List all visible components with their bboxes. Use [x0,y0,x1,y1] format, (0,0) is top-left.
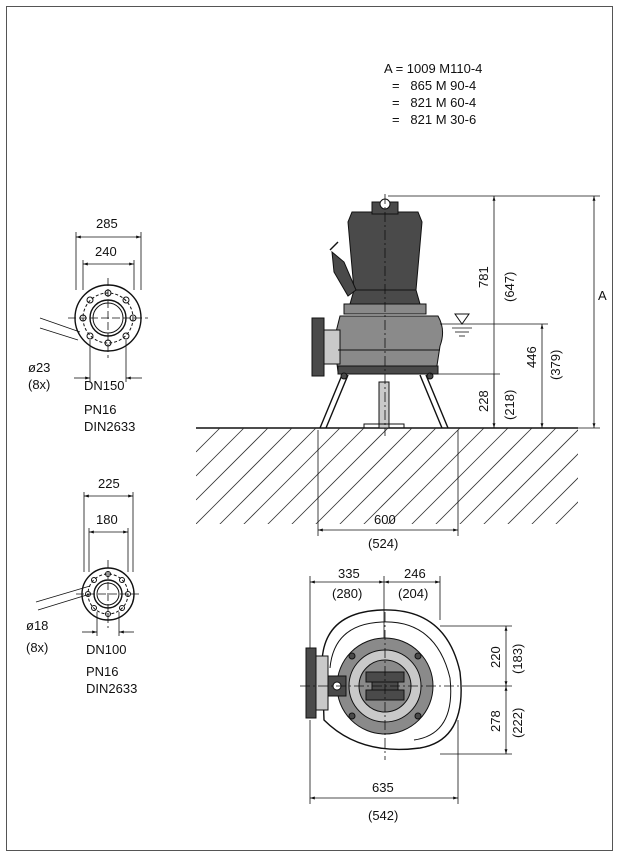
flange-top-outer-dim: 285 [96,216,118,231]
drawing-frame [6,6,613,851]
flange-bottom-bolt-dim: 180 [96,512,118,527]
flange-bottom-outer-dim: 225 [98,476,120,491]
variant-line-2: = 865 M 90-4 [392,78,476,93]
dim-top-right-width: 246 [404,566,426,581]
dim-base-width: 600 [374,512,396,527]
flange-dn100-view: 225 180 ø18 (8x) DN100 PN16 DIN2633 [26,476,140,696]
dim-top-lower-height-alt: (222) [510,708,525,738]
dim-height-water: 446 [524,346,539,368]
dim-top-total-width: 635 [372,780,394,795]
variant-line-1: A = 1009 M110-4 [384,61,482,76]
variant-list: A = 1009 M110-4 = 865 M 90-4 = 821 M 60-… [384,61,482,127]
ground-hatch [196,428,578,524]
dim-top-upper-height: 220 [488,646,503,668]
flange-dn150-view: 285 240 ø23 (8x) DN150 PN16 DIN2633 [28,216,148,434]
flange-bottom-dn: DN100 [86,642,126,657]
dim-top-upper-height-alt: (183) [510,644,525,674]
flange-bottom-hole-dim: ø18 [26,618,48,633]
pump-top-view: 335 (280) 246 (204) 220 (183) [300,566,525,823]
flange-bottom-pn: PN16 [86,664,119,679]
dim-height-water-alt: (379) [548,350,563,380]
flange-top-hole-dim: ø23 [28,360,50,375]
dim-height-base: 228 [476,390,491,412]
pump-side-view: 781 (647) 446 (379) 228 (218) A 600 (524… [196,194,607,551]
dim-top-total-width-alt: (542) [368,808,398,823]
flange-top-pn: PN16 [84,402,117,417]
dim-height-total-alt: (647) [502,272,517,302]
flange-bottom-hole-count: (8x) [26,640,48,655]
variant-line-4: = 821 M 30-6 [392,112,476,127]
flange-top-bolt-dim: 240 [95,244,117,259]
dim-height-base-alt: (218) [502,390,517,420]
flange-top-standard: DIN2633 [84,419,135,434]
dim-top-lower-height: 278 [488,710,503,732]
flange-bottom-standard: DIN2633 [86,681,137,696]
flange-top-dn: DN150 [84,378,124,393]
dim-top-left-width: 335 [338,566,360,581]
dim-top-right-width-alt: (204) [398,586,428,601]
dim-height-total: 781 [476,266,491,288]
dim-height-a: A [598,288,607,303]
flange-top-hole-count: (8x) [28,377,50,392]
variant-line-3: = 821 M 60-4 [392,95,476,110]
dim-base-width-alt: (524) [368,536,398,551]
dim-top-left-width-alt: (280) [332,586,362,601]
